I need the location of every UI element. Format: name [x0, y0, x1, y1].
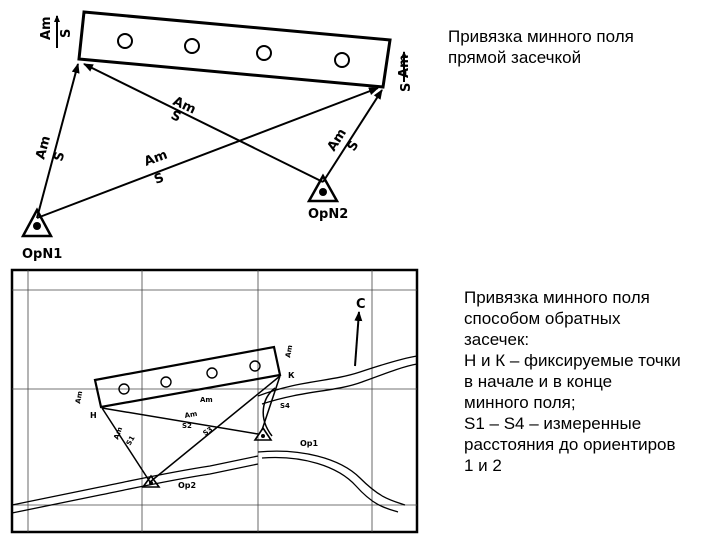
azimuth-label: Am	[325, 126, 350, 154]
sight-line-or1-to-start	[36, 63, 80, 219]
landmark-or1-label: ОрN1	[22, 247, 62, 262]
distance-label-s4: S4	[280, 402, 290, 410]
mine-markers	[118, 360, 261, 395]
caption-bottom-line: S1 – S4 – измеренные	[464, 414, 642, 433]
mine-marker	[334, 52, 350, 68]
landmark-or2-label: ОрN2	[308, 207, 348, 222]
caption-bottom-line: в начале и в конце	[464, 372, 613, 391]
azimuth-label: Am	[33, 134, 54, 161]
distance-line-s1	[101, 407, 151, 483]
caption-bottom-line: Н и К – фиксируемые точки	[464, 351, 681, 370]
distance-label: S	[399, 83, 414, 92]
mine-marker	[118, 383, 130, 395]
map-roads	[11, 355, 418, 514]
distance-line-s2	[101, 407, 259, 435]
caption-top-line: Привязка минного поля	[448, 27, 634, 46]
minefield-rectangle	[93, 345, 282, 409]
caption-bottom-line: 1 и 2	[464, 456, 502, 475]
north-arrow-icon	[354, 311, 363, 367]
distance-label-s1: S1	[125, 434, 137, 447]
mine-marker	[206, 367, 218, 379]
sight-line-or1-to-end	[36, 87, 379, 219]
distance-line-s3	[149, 375, 281, 483]
distance-label: S	[59, 29, 74, 38]
top-diagram: ОрN1 ОрN2 Am S Am S Am S Am S Am S Am S	[20, 10, 414, 262]
caption-top-line: прямой засечкой	[448, 48, 582, 67]
azimuth-label: Am	[142, 148, 169, 170]
caption-top: Привязка минного поля прямой засечкой	[448, 26, 708, 68]
mine-marker	[256, 45, 272, 61]
distance-label: S	[51, 150, 68, 163]
caption-bottom-line: засечек:	[464, 330, 530, 349]
point-start-label: Н	[90, 411, 97, 420]
azimuth-label: Am	[284, 344, 294, 358]
azimuth-label: Am	[184, 410, 198, 420]
mine-markers	[117, 33, 350, 68]
distance-label: S	[345, 138, 363, 154]
landmark-or1-symbol	[253, 426, 273, 441]
minefield-rectangle	[77, 10, 392, 89]
map-frame	[10, 268, 419, 534]
landmark-or1-symbol	[20, 207, 54, 238]
caption-bottom-line: Привязка минного поля	[464, 288, 650, 307]
caption-bottom: Привязка минного поля способом обратных …	[464, 287, 720, 476]
landmark-or2-label: Ор2	[178, 481, 196, 490]
caption-bottom-line: минного поля;	[464, 393, 576, 412]
caption-bottom-line: способом обратных	[464, 309, 621, 328]
mine-marker	[117, 33, 133, 49]
bottom-diagram: С Н К Ор1 Ор2 Am Am Am Am Am S1 S2 S3 S4	[10, 268, 419, 534]
landmark-or1-label: Ор1	[300, 439, 319, 448]
sight-line-or2-to-end	[322, 89, 383, 183]
azimuth-label: Am	[200, 396, 213, 404]
distance-label: S	[168, 108, 183, 126]
distance-label: S	[152, 170, 166, 187]
measure-arc	[262, 387, 276, 437]
point-end-label: К	[288, 371, 295, 380]
north-label: С	[356, 297, 366, 312]
mine-marker	[160, 376, 172, 388]
azimuth-label: Am	[112, 426, 124, 441]
azimuth-label: Am	[39, 16, 54, 40]
caption-bottom-line: расстояния до ориентиров	[464, 435, 676, 454]
distance-label-s2: S2	[182, 422, 192, 430]
distance-label-s3: S3	[202, 425, 215, 437]
azimuth-label: Am	[74, 390, 84, 404]
azimuth-distance-annotations: Am S Am S Am S Am S Am S Am S	[33, 15, 414, 188]
mine-marker	[249, 360, 261, 372]
mine-marker	[184, 38, 200, 54]
sight-line-or2-to-start	[83, 63, 324, 183]
landmark-or2-symbol	[141, 474, 161, 488]
landmark-or2-symbol	[306, 173, 340, 203]
